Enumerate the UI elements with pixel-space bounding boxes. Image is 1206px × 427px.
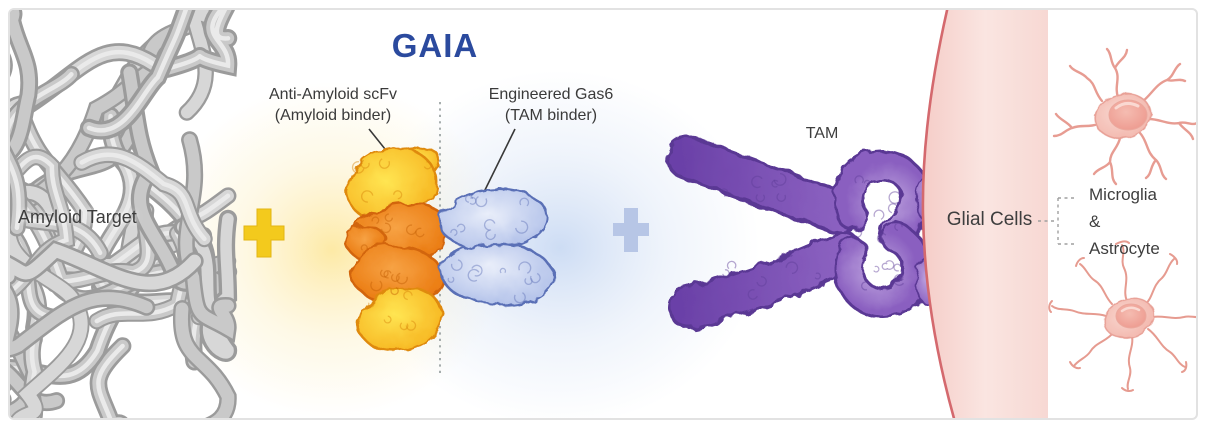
cell-types-label: Microglia & Astrocyte bbox=[1089, 181, 1160, 262]
tam-label: TAM bbox=[805, 125, 839, 142]
membrane-illustration bbox=[921, 10, 1048, 418]
diagram-title: GAIA bbox=[391, 27, 479, 64]
protein-texture-squiggles bbox=[351, 158, 905, 331]
plus-icon bbox=[613, 208, 649, 252]
cell-type-ampersand: & bbox=[1089, 212, 1101, 231]
amyloid-tangle-illustration bbox=[10, 10, 238, 418]
scfv-illustration bbox=[344, 146, 451, 352]
diagram-panel: GAIA Anti-Amyloid scFv (Amyloid binder) … bbox=[8, 8, 1198, 420]
gas6-illustration bbox=[438, 188, 555, 307]
scfv-label-line1: Anti-Amyloid scFv bbox=[268, 86, 398, 103]
plus-icon bbox=[243, 208, 285, 258]
astrocyte-illustration bbox=[1048, 240, 1196, 393]
gas6-label-line1: Engineered Gas6 bbox=[488, 86, 614, 103]
scfv-label-line2: (Amyloid binder) bbox=[274, 107, 392, 124]
scfv-label: Anti-Amyloid scFv (Amyloid binder) bbox=[220, 84, 446, 126]
gas6-label: Engineered Gas6 (TAM binder) bbox=[438, 84, 664, 126]
glial-cells-label: Glial Cells bbox=[946, 209, 1033, 230]
microglia-illustration bbox=[1052, 47, 1196, 186]
amyloid-target-label: Amyloid Target bbox=[18, 207, 137, 227]
cell-type-astrocyte: Astrocyte bbox=[1089, 239, 1160, 258]
gas6-label-line2: (TAM binder) bbox=[504, 107, 598, 124]
cell-type-microglia: Microglia bbox=[1089, 185, 1158, 204]
diagram-artwork bbox=[10, 10, 1196, 418]
bracket-dashed-lines bbox=[1038, 197, 1074, 245]
